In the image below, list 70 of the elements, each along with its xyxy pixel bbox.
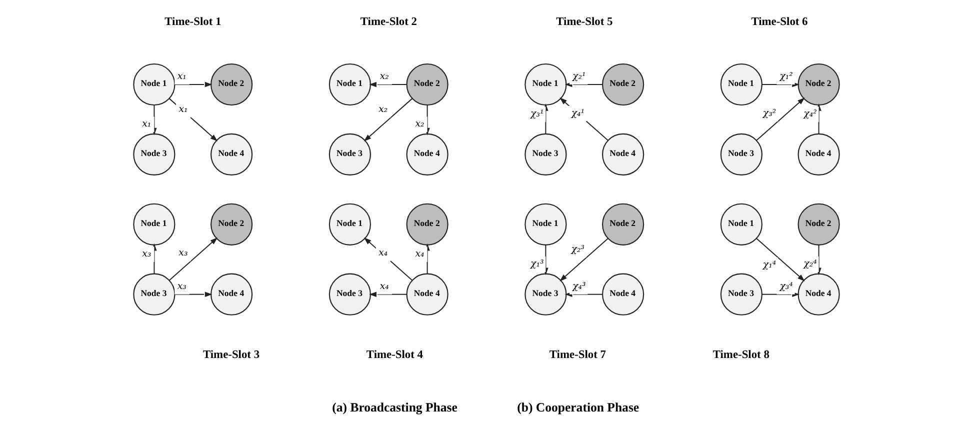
- edge-label: χ₄³: [572, 280, 586, 292]
- label: Time-Slot 1: [164, 16, 221, 28]
- node-circle: Node 4: [797, 133, 840, 176]
- node-circle: Node 3: [328, 273, 370, 316]
- edge-label: x₃: [142, 248, 151, 260]
- node-circle: Node 4: [210, 273, 252, 316]
- node-circle: Node 2: [602, 203, 644, 246]
- arrow: [559, 238, 608, 282]
- edge-label: x₄: [379, 280, 388, 292]
- label: Time-Slot 6: [750, 16, 808, 28]
- arrow: [168, 98, 218, 142]
- node-circle: Node 2: [406, 203, 448, 246]
- edge-label: x₁: [178, 104, 188, 116]
- arrow: [174, 82, 212, 88]
- label: Time-Slot 5: [556, 16, 612, 28]
- node-circle: Node 1: [328, 63, 370, 106]
- label: (b) Cooperation Phase: [516, 400, 639, 415]
- edge-label: x₄: [378, 248, 388, 259]
- label: Time-Slot 8: [712, 349, 769, 361]
- edge-label: χ₂¹: [572, 70, 586, 82]
- edge-label: x₂: [378, 104, 388, 116]
- edge-label: x₁: [176, 70, 186, 82]
- node-circle: Node 2: [797, 203, 840, 246]
- node-circle: Node 3: [132, 273, 175, 316]
- edge-label: x₂: [414, 118, 424, 130]
- edge-label: x₂: [379, 70, 388, 82]
- node-circle: Node 4: [602, 133, 644, 176]
- node-circle: Node 1: [524, 203, 566, 246]
- node-circle: Node 2: [406, 63, 448, 106]
- edge-label: x₃: [176, 280, 186, 292]
- edge-label: χ₄¹: [570, 108, 584, 119]
- node-circle: Node 3: [720, 273, 762, 316]
- node-circle: Node 1: [132, 203, 175, 246]
- edge-label: χ₁²: [779, 70, 792, 82]
- edge-label: χ₂⁴: [803, 258, 816, 270]
- edge-label: χ₃¹: [530, 108, 544, 120]
- node-circle: Node 4: [602, 273, 644, 316]
- arrow: [174, 292, 212, 297]
- label: Time-Slot 7: [548, 349, 606, 361]
- arrow: [756, 238, 804, 282]
- edge-label: x₃: [178, 248, 188, 259]
- node-circle: Node 3: [132, 133, 175, 176]
- edge-label: x₄: [414, 248, 424, 260]
- node-circle: Node 2: [210, 63, 252, 106]
- node-circle: Node 3: [720, 133, 762, 176]
- arrow: [363, 237, 412, 281]
- node-circle: Node 1: [720, 203, 762, 246]
- node-circle: Node 4: [406, 273, 448, 316]
- node-circle: Node 3: [524, 133, 566, 176]
- node-circle: Node 1: [132, 63, 175, 106]
- label: Time-Slot 3: [202, 349, 260, 361]
- edge-label: χ₃²: [762, 108, 776, 119]
- edge-label: χ₁³: [530, 258, 544, 270]
- edge-label: χ₄²: [803, 108, 816, 120]
- label: Time-Slot 2: [360, 16, 416, 28]
- arrow: [363, 98, 412, 142]
- arrow: [368, 82, 406, 88]
- arrow: [368, 292, 406, 297]
- edge-label: x₁: [142, 118, 151, 130]
- label: (a) Broadcasting Phase: [332, 400, 457, 415]
- edge-label: χ₁⁴: [762, 259, 776, 270]
- label: Time-Slot 4: [366, 349, 423, 361]
- arrow: [756, 98, 804, 141]
- node-circle: Node 1: [720, 63, 762, 106]
- edge-label: χ₃⁴: [779, 280, 792, 292]
- node-circle: Node 4: [406, 133, 448, 176]
- node-circle: Node 2: [602, 63, 644, 106]
- arrow: [559, 98, 608, 141]
- edge-label: χ₂³: [570, 244, 584, 255]
- arrow: [168, 237, 218, 281]
